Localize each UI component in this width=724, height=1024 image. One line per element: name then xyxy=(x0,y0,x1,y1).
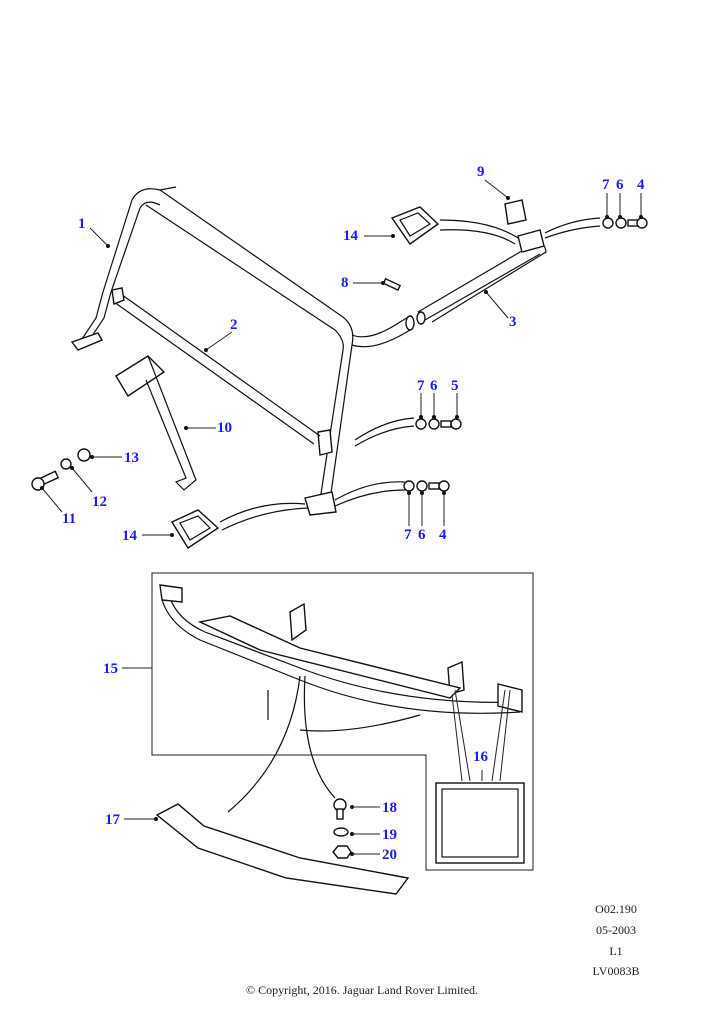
callout-17[interactable]: 17 xyxy=(105,812,120,828)
bracket-10 xyxy=(115,355,197,491)
callout-5[interactable]: 5 xyxy=(451,378,459,394)
reference-date: 05-2003 xyxy=(596,923,636,937)
reference-number: O02.190 xyxy=(595,902,637,916)
callout-4[interactable]: 4 xyxy=(637,177,645,193)
callout-11[interactable]: 11 xyxy=(62,511,77,527)
callout-19[interactable]: 19 xyxy=(382,827,397,843)
callout-4-low[interactable]: 4 xyxy=(439,527,447,543)
callout-1[interactable]: 1 xyxy=(78,216,86,232)
callout-9[interactable]: 9 xyxy=(477,164,485,180)
side-step-assembly xyxy=(159,584,523,732)
leader-lines xyxy=(40,179,643,856)
fixing-kit xyxy=(435,689,525,864)
callout-14-top[interactable]: 14 xyxy=(343,228,358,244)
callout-7[interactable]: 7 xyxy=(602,177,610,193)
fixings-middle-right xyxy=(415,418,462,430)
callout-12[interactable]: 12 xyxy=(92,494,107,510)
callout-7-low[interactable]: 7 xyxy=(404,527,412,543)
callout-10[interactable]: 10 xyxy=(217,420,232,436)
fixings-lower-right xyxy=(403,480,450,492)
reference-level: L1 xyxy=(609,944,623,958)
callout-3[interactable]: 3 xyxy=(509,314,517,330)
tread-plate xyxy=(155,803,410,895)
fixings-18-20 xyxy=(332,798,352,859)
gasket-plate-bottom xyxy=(170,509,220,549)
callout-7-mid[interactable]: 7 xyxy=(417,378,425,394)
inset-frame xyxy=(151,572,534,871)
callout-13[interactable]: 13 xyxy=(124,450,139,466)
callout-2[interactable]: 2 xyxy=(230,317,238,333)
callout-6-low[interactable]: 6 xyxy=(418,527,426,543)
callout-18[interactable]: 18 xyxy=(382,800,397,816)
callout-14-bottom[interactable]: 14 xyxy=(122,528,137,544)
fixings-top-right xyxy=(602,217,648,229)
screw-8 xyxy=(382,277,402,292)
callout-16[interactable]: 16 xyxy=(473,749,488,765)
gasket-plate-top xyxy=(390,206,440,245)
callout-20[interactable]: 20 xyxy=(382,847,397,863)
fixings-left xyxy=(31,448,91,491)
plate-9 xyxy=(504,199,527,225)
roll-cage-front-hoop xyxy=(70,186,415,516)
cross-tube xyxy=(111,287,321,445)
callout-8[interactable]: 8 xyxy=(341,275,349,291)
callout-6[interactable]: 6 xyxy=(616,177,624,193)
callout-6-mid[interactable]: 6 xyxy=(430,378,438,394)
reference-code: LV0083B xyxy=(592,964,640,978)
rear-tube xyxy=(416,229,547,325)
copyright-notice: © Copyright, 2016. Jaguar Land Rover Lim… xyxy=(245,983,479,997)
callout-15[interactable]: 15 xyxy=(103,661,118,677)
